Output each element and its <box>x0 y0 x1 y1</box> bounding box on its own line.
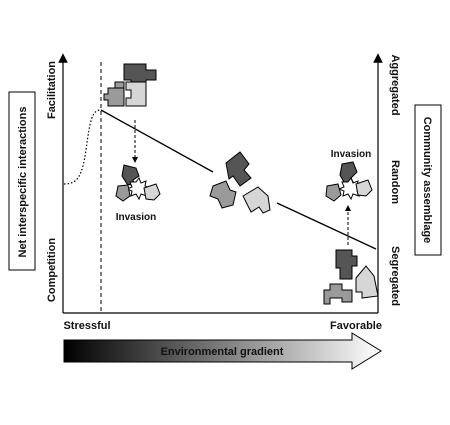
puzzle-piece-mid <box>103 87 125 107</box>
puzzle-piece-light <box>355 265 379 299</box>
facilitation-label: Facilitation <box>46 61 58 119</box>
left-label-box <box>8 91 36 271</box>
net-interspecific-interactions-label: Net interspecific interactions <box>17 107 29 258</box>
aggregated-cluster <box>103 63 157 107</box>
puzzle-piece-mid <box>209 180 237 209</box>
environmental-gradient-arrow <box>63 332 382 370</box>
trend-line-upper <box>100 109 214 173</box>
invasion-label-left: Invasion <box>116 212 157 223</box>
puzzle-piece-mid <box>325 183 342 202</box>
puzzle-piece-mid <box>115 184 131 202</box>
stressful-label: Stressful <box>63 320 110 332</box>
puzzle-piece-mid-2 <box>114 81 125 89</box>
invasion-cluster-left <box>115 164 161 202</box>
random-label: Random <box>389 160 401 204</box>
segregated-label: Segregated <box>389 246 401 306</box>
trend-line-lower <box>276 202 377 250</box>
puzzle-piece-light <box>242 186 271 214</box>
right-label-box <box>414 104 442 256</box>
invader-starburst <box>337 176 364 201</box>
puzzle-piece-light <box>143 183 161 201</box>
invasion-cluster-right <box>325 161 373 202</box>
favorable-label: Favorable <box>330 320 382 332</box>
environmental-gradient-label: Environmental gradient <box>161 346 284 358</box>
segregated-cluster <box>323 249 379 305</box>
puzzle-piece-dark <box>335 249 358 280</box>
random-cluster <box>209 151 271 214</box>
puzzle-piece-dark <box>225 151 252 187</box>
competition-label: Competition <box>46 238 58 302</box>
community-assemblage-label: Community assemblage <box>421 117 433 244</box>
invasion-label-right: Invasion <box>331 149 372 160</box>
dotted-transition-curve <box>63 109 102 185</box>
puzzle-piece-light <box>125 81 147 107</box>
puzzle-piece-light <box>355 179 373 197</box>
puzzle-piece-mid <box>323 283 353 305</box>
aggregated-label: Aggregated <box>389 54 401 115</box>
